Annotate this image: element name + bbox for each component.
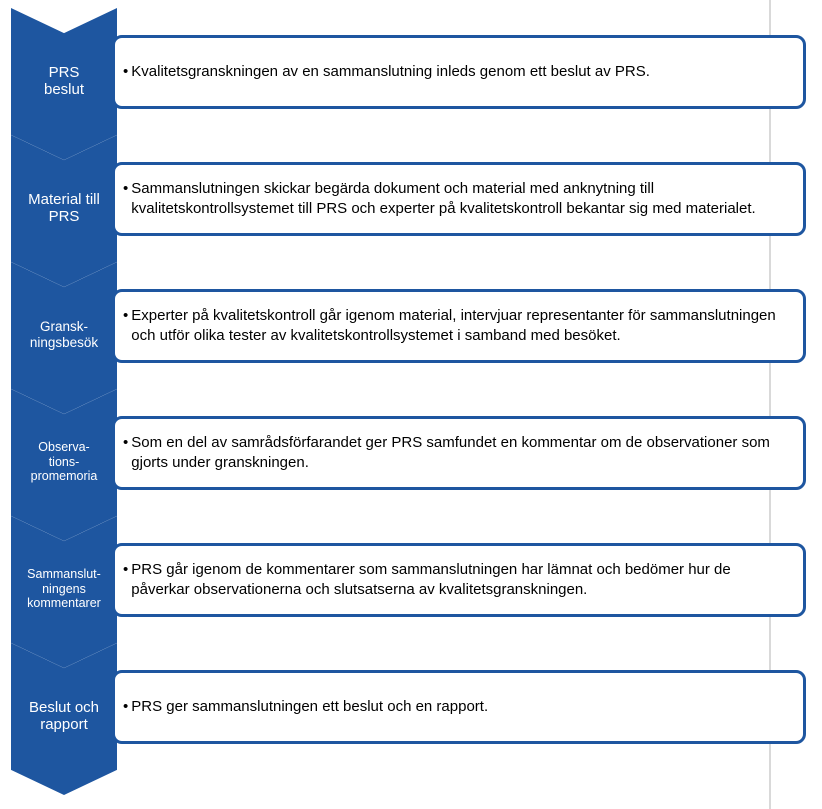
step-box-content: • Som en del av samrådsförfarandet ger P… xyxy=(123,433,789,472)
step-box-wrap: • Kvalitetsgranskningen av en sammanslut… xyxy=(112,8,806,135)
step-box-wrap: • Experter på kvalitetskontroll går igen… xyxy=(112,262,806,389)
step-box-content: • Kvalitetsgranskningen av en sammanslut… xyxy=(123,62,650,82)
process-step-3: Gransk- ningsbesök • Experter på kvalite… xyxy=(0,262,822,414)
process-step-5: Sammanslut- ningens kommentarer • PRS gå… xyxy=(0,516,822,668)
step-box: • Som en del av samrådsförfarandet ger P… xyxy=(112,415,806,490)
bullet-marker: • xyxy=(123,697,129,715)
step-label: Gransk- ningsbesök xyxy=(29,319,99,350)
process-step-6: Beslut och rapport • PRS ger sammanslutn… xyxy=(0,643,822,795)
step-text: Sammanslutningen skickar begärda dokumen… xyxy=(131,180,756,217)
chevron-arrow: Observa- tions- promemoria xyxy=(11,389,117,541)
step-box: • Kvalitetsgranskningen av en sammanslut… xyxy=(112,34,806,109)
step-text: PRS går igenom de kommentarer som samman… xyxy=(131,561,731,598)
step-text: Som en del av samrådsförfarandet ger PRS… xyxy=(131,434,770,471)
bullet-marker: • xyxy=(123,307,129,324)
step-box-content: • PRS går igenom de kommentarer som samm… xyxy=(123,560,789,599)
process-step-1: PRS beslut • Kvalitetsgranskningen av en… xyxy=(0,8,822,160)
step-box-wrap: • Som en del av samrådsförfarandet ger P… xyxy=(112,389,806,516)
bullet-marker: • xyxy=(123,434,129,451)
chevron-arrow: Sammanslut- ningens kommentarer xyxy=(11,516,117,668)
process-step-4: Observa- tions- promemoria • Som en del … xyxy=(0,389,822,541)
step-box-wrap: • Sammanslutningen skickar begärda dokum… xyxy=(112,135,806,262)
step-label: Beslut och rapport xyxy=(28,698,100,733)
chevron-arrow: PRS beslut xyxy=(11,8,117,160)
step-box: • PRS ger sammanslutningen ett beslut oc… xyxy=(112,669,806,744)
step-box-content: • Sammanslutningen skickar begärda dokum… xyxy=(123,179,789,218)
step-box: • Sammanslutningen skickar begärda dokum… xyxy=(112,161,806,236)
step-text: Kvalitetsgranskningen av en sammanslutni… xyxy=(131,62,650,80)
step-text: PRS ger sammanslutningen ett beslut och … xyxy=(131,697,489,715)
bullet-marker: • xyxy=(123,561,129,578)
step-label: Material till PRS xyxy=(28,190,100,225)
step-box-wrap: • PRS ger sammanslutningen ett beslut oc… xyxy=(112,643,806,770)
page-edge-line xyxy=(769,0,771,809)
step-label: Observa- tions- promemoria xyxy=(30,440,98,484)
chevron-arrow: Beslut och rapport xyxy=(11,643,117,795)
step-box: • PRS går igenom de kommentarer som samm… xyxy=(112,542,806,617)
step-label: PRS beslut xyxy=(43,63,85,98)
bullet-marker: • xyxy=(123,62,129,80)
bullet-marker: • xyxy=(123,180,129,197)
step-box-content: • PRS ger sammanslutningen ett beslut oc… xyxy=(123,697,488,717)
chevron-arrow: Material till PRS xyxy=(11,135,117,287)
step-box-content: • Experter på kvalitetskontroll går igen… xyxy=(123,306,789,345)
chevron-arrow: Gransk- ningsbesök xyxy=(11,262,117,414)
step-label: Sammanslut- ningens kommentarer xyxy=(27,567,101,611)
step-box-wrap: • PRS går igenom de kommentarer som samm… xyxy=(112,516,806,643)
process-step-2: Material till PRS • Sammanslutningen ski… xyxy=(0,135,822,287)
step-box: • Experter på kvalitetskontroll går igen… xyxy=(112,288,806,363)
step-text: Experter på kvalitetskontroll går igenom… xyxy=(131,307,776,344)
